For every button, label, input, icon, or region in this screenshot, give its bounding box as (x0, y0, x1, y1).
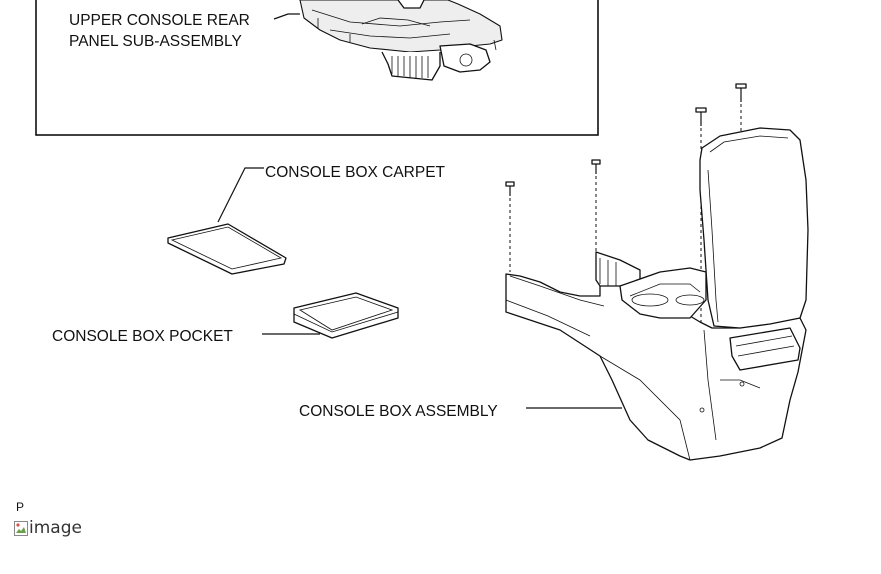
console-box-assembly-drawing (505, 127, 809, 461)
screw-4 (735, 83, 747, 102)
label-console-box-assembly: CONSOLE BOX ASSEMBLY (299, 403, 498, 420)
broken-image-alt-text: image (29, 518, 82, 538)
broken-image-icon (14, 520, 28, 536)
upper-console-rear-panel-drawing (299, 0, 503, 81)
label-upper-console-line1: UPPER CONSOLE REAR (69, 12, 250, 29)
screw-2 (591, 159, 601, 174)
console-box-carpet-drawing (167, 223, 287, 275)
inset-frame (35, 0, 599, 136)
exploded-parts-diagram: UPPER CONSOLE REAR PANEL SUB-ASSEMBLY CO… (35, 0, 809, 461)
screw-1 (505, 181, 515, 196)
console-box-pocket-drawing (293, 292, 399, 339)
label-upper-console-line2: PANEL SUB-ASSEMBLY (69, 33, 242, 50)
broken-image: image (14, 518, 82, 538)
label-console-box-pocket: CONSOLE BOX POCKET (52, 328, 233, 345)
screw-3 (695, 107, 707, 126)
figure-letter: P (16, 500, 25, 514)
label-console-box-carpet: CONSOLE BOX CARPET (265, 164, 446, 181)
